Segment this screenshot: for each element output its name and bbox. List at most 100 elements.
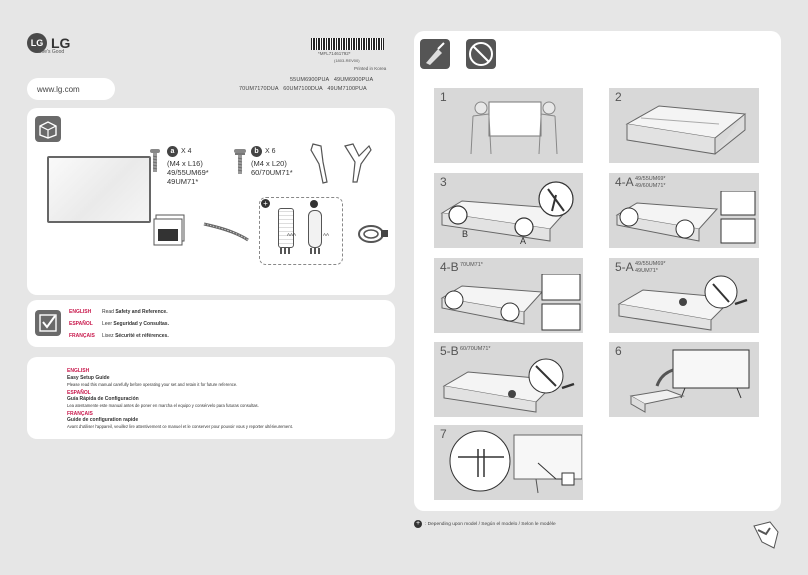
screw-b-badge: b: [251, 146, 262, 157]
optional-plus-icon-footer: +: [414, 520, 422, 528]
safety-lang-english: ENGLISH: [69, 309, 92, 315]
printed-in: Printed in Korea: [354, 66, 387, 71]
setup-guide-panel: ENGLISH Easy Setup Guide Please read thi…: [27, 357, 395, 439]
optional-plus-icon: +: [261, 199, 270, 208]
website-url: www.lg.com: [37, 84, 80, 94]
footer-note: + : Depending upon model / Según el mode…: [414, 520, 556, 528]
step-5a-panel: 5-A 49/55UM69* 49UM71*: [609, 258, 759, 333]
safety-text-espanol: Leer Seguridad y Consultas.: [102, 321, 169, 327]
guide-lang-francais: FRANÇAIS: [67, 411, 93, 417]
model-list-row2: 70UM7170DUA 60UM7100DUA 49UM7100PUA: [239, 86, 367, 92]
safety-pre-english: Read: [102, 309, 116, 315]
step-3-label-b: B: [462, 229, 469, 239]
step-1-illustration: [470, 101, 558, 155]
cable-tie-illustration: [202, 220, 250, 247]
step-4a-number: 4-A: [615, 175, 634, 189]
step-4a-panel: 4-A 49/55UM69* 49/60UM71*: [609, 173, 759, 248]
step-5a-models2: 49UM71*: [635, 268, 658, 274]
safety-text-francais: Lisez Sécurité et références.: [102, 333, 169, 339]
model-list-row1: 55UM6900PUA 49UM6900PUA: [290, 77, 374, 83]
step-2-panel: 2: [609, 88, 759, 163]
parts-panel: a X 4 (M4 x L16) 49/55UM69* 49UM71* b X …: [27, 108, 395, 295]
guide-body-espanol: Lea atentamente este manual antes de pon…: [67, 403, 259, 408]
safety-text-english: Read Safety and Reference.: [102, 309, 168, 315]
cleaning-cloth-icon: [420, 39, 450, 69]
safety-lang-espanol: ESPAÑOL: [69, 321, 93, 327]
screw-a-models2: 49UM71*: [167, 177, 199, 186]
step-4b-models: 70UM71*: [460, 262, 483, 268]
safety-bold-espanol: Seguridad y Consultas.: [113, 321, 169, 327]
step-6-panel: 6: [609, 342, 759, 417]
remote-magic-illustration: [308, 210, 322, 248]
safety-lang-francais: FRANÇAIS: [69, 333, 95, 339]
step-5b-number: 5-B: [440, 344, 459, 358]
safety-reference-panel: ENGLISH Read Safety and Reference. ESPAÑ…: [27, 300, 395, 347]
remote-standard-illustration: [278, 208, 294, 248]
step-4b-illustration: [440, 274, 581, 331]
screw-b-count: X 6: [265, 148, 276, 155]
battery-aaa-text: AAA: [287, 232, 297, 237]
guide-title-english: Easy Setup Guide: [67, 375, 110, 381]
step-3-illustration: [440, 181, 574, 242]
step-1-panel: 1: [434, 88, 583, 163]
checkmark-icon: [35, 310, 61, 336]
assembly-steps-panel: 1 2 3 B A 4-A 49/55UM69* 49/60UM71* 4-B …: [414, 31, 781, 528]
guide-title-espanol: Guía Rápida de Configuración: [67, 396, 139, 402]
barcode: [311, 38, 384, 50]
step-7-panel: 7: [434, 425, 583, 500]
step-3-number: 3: [440, 175, 447, 189]
barcode-text: *MFL71461792*: [318, 51, 351, 56]
guide-title-francais: Guide de configuration rapide: [67, 417, 139, 423]
batteries-aaa-illustration: [280, 248, 290, 254]
step-1-number: 1: [440, 90, 447, 104]
screw-b-header: b X 6: [251, 146, 276, 157]
screw-a-models1: 49/55UM69*: [167, 168, 209, 177]
safety-pre-espanol: Leer: [102, 321, 114, 327]
guide-body-francais: Avant d'utiliser l'appareil, veuillez li…: [67, 424, 293, 429]
step-7-illustration: [449, 430, 582, 494]
website-pill[interactable]: www.lg.com: [27, 78, 115, 100]
step-6-illustration: [629, 349, 750, 413]
guide-body-english: Please read this manual carefully before…: [67, 382, 238, 387]
step-4a-models2: 49/60UM71*: [635, 183, 666, 189]
batteries-aa-illustration: [310, 248, 320, 254]
remote-group: + AAA AAA AA: [259, 197, 343, 265]
screw-a-badge: a: [167, 146, 178, 157]
step-6-number: 6: [615, 344, 622, 358]
bluetooth-icon: [310, 200, 318, 208]
step-4a-illustration: [615, 191, 756, 244]
step-4a-models1: 49/55UM69*: [635, 176, 666, 182]
step-2-number: 2: [615, 90, 622, 104]
battery-aa-text: AA: [323, 232, 330, 237]
screw-a-header: a X 4: [167, 146, 192, 157]
screw-b-spec: (M4 x L20): [251, 159, 287, 168]
tv-panel-illustration: [47, 156, 151, 223]
screw-a-icon: [149, 148, 161, 179]
page-turn-icon[interactable]: [752, 520, 780, 555]
lg-logo: LG LG: [27, 33, 70, 53]
revision-code: (1803-REV00): [334, 58, 360, 63]
step-5a-number: 5-A: [615, 260, 634, 274]
step-7-number: 7: [440, 427, 447, 441]
lg-logo-word: LG: [51, 35, 71, 51]
step-2-illustration: [625, 105, 747, 155]
screw-b-models: 60/70UM71*: [251, 168, 293, 177]
step-3-panel: 3 B A: [434, 173, 583, 248]
footer-note-text: : Depending upon model / Según el modelo…: [425, 521, 556, 527]
screw-a-count: X 4: [181, 148, 192, 155]
guide-lang-espanol: ESPAÑOL: [67, 390, 91, 396]
guide-lang-english: ENGLISH: [67, 368, 90, 374]
step-5b-models: 60/70UM71*: [460, 346, 491, 352]
power-cord-illustration: [357, 220, 389, 253]
tagline: Life's Good: [39, 49, 65, 55]
step-4b-number: 4-B: [440, 260, 459, 274]
safety-bold-francais: Sécurité et références.: [115, 333, 169, 339]
step-5a-models1: 49/55UM69*: [635, 261, 666, 267]
safety-bold-english: Safety and Reference.: [115, 309, 168, 315]
stand-legs-illustration: [307, 138, 375, 193]
screw-b-icon: [233, 148, 247, 181]
step-5a-illustration: [617, 275, 748, 331]
step-4b-panel: 4-B 70UM71*: [434, 258, 583, 333]
lg-logo-mark: LG: [27, 33, 47, 53]
step-3-label-a: A: [520, 236, 527, 246]
